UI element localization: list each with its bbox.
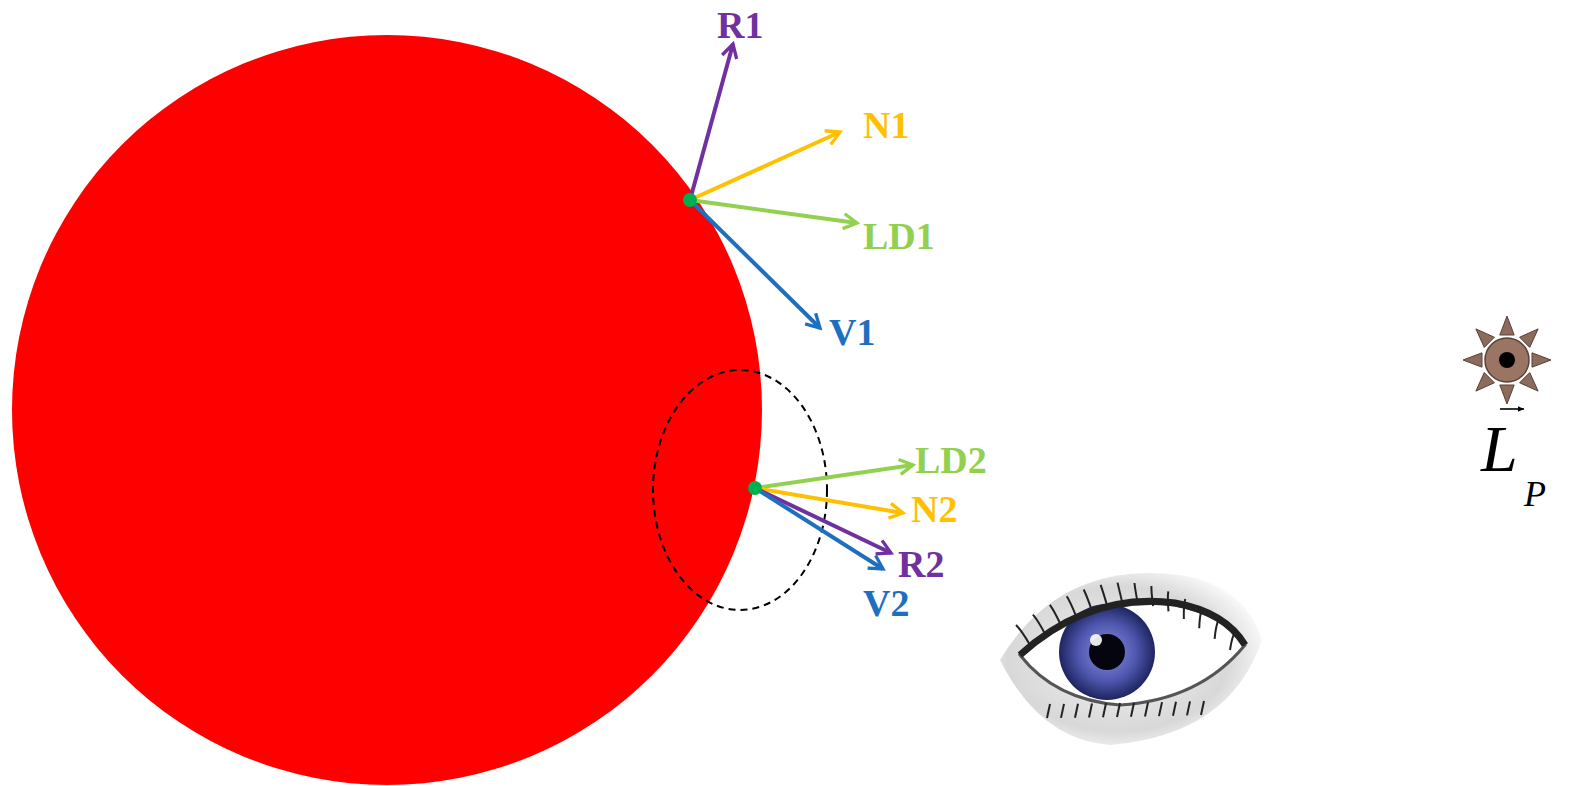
vector-arrow (1500, 408, 1524, 410)
vector-label: R1 (716, 6, 764, 44)
highlight-region (653, 370, 827, 610)
light-vector (755, 465, 913, 488)
vector-label: V1 (828, 313, 876, 351)
sphere (12, 35, 762, 785)
view-vector (755, 488, 883, 569)
surface-point (683, 193, 697, 207)
light-vector (690, 200, 857, 223)
light-symbol: L (1480, 416, 1519, 482)
normal-vector (690, 132, 840, 200)
reflect-vector (690, 44, 733, 200)
vector-label: N2 (910, 490, 958, 528)
view-vector (690, 200, 820, 328)
vector-label: LD1 (862, 217, 936, 255)
surface-point (748, 481, 762, 495)
vector-label: N1 (862, 106, 910, 144)
vector-label: V2 (862, 584, 910, 622)
vector-label: LD2 (914, 441, 988, 479)
vector-label: R2 (897, 545, 945, 583)
eye (1000, 573, 1262, 745)
point-light (1463, 316, 1551, 409)
light-subscript: P (1523, 476, 1547, 512)
reflect-vector (755, 488, 891, 553)
